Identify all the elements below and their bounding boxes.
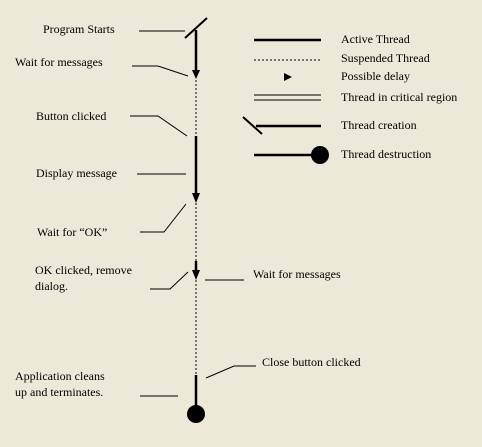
legend-suspended-thread-label: Suspended Thread xyxy=(341,51,430,65)
legend-thread-creation-slash xyxy=(242,116,263,135)
legend-critical-region-label: Thread in critical region xyxy=(341,90,457,104)
event-labels: Program Starts Wait for messages Button … xyxy=(15,22,361,399)
legend-possible-delay-symbol xyxy=(284,73,292,81)
label-wait-for-messages-2: Wait for messages xyxy=(253,267,341,281)
label-program-starts: Program Starts xyxy=(43,22,115,36)
leader-wait-for-ok xyxy=(140,203,187,233)
legend-thread-creation-label: Thread creation xyxy=(341,118,417,132)
label-display-message: Display message xyxy=(36,166,117,180)
active-segment-ok-arrow xyxy=(192,270,200,280)
thread-creation-mark xyxy=(184,17,208,39)
legend-thread-destruction-dot xyxy=(311,146,329,164)
legend-thread-destruction-label: Thread destruction xyxy=(341,147,431,161)
leader-wait-for-messages-1 xyxy=(132,65,189,77)
label-ok-clicked-line1: OK clicked, remove xyxy=(35,263,132,277)
leader-button-clicked xyxy=(130,115,188,137)
label-close-button-clicked: Close button clicked xyxy=(262,355,361,369)
legend-possible-delay-label: Possible delay xyxy=(341,69,410,83)
label-wait-for-ok: Wait for “OK” xyxy=(37,225,107,239)
label-wait-for-messages-1: Wait for messages xyxy=(15,55,103,69)
legend: Active Thread Suspended Thread Possible … xyxy=(242,32,457,164)
label-ok-clicked-line2: dialog. xyxy=(35,279,68,293)
active-segment-start-arrow xyxy=(192,70,200,79)
legend-active-thread-label: Active Thread xyxy=(341,32,410,46)
label-app-cleans-line1: Application cleans xyxy=(15,369,105,383)
leader-ok-clicked xyxy=(150,271,189,290)
active-segment-display-arrow xyxy=(192,193,200,203)
leader-close-button-clicked xyxy=(205,365,256,379)
thread-timeline xyxy=(184,17,208,423)
label-button-clicked: Button clicked xyxy=(36,109,106,123)
label-app-cleans-line2: up and terminates. xyxy=(15,385,103,399)
thread-destruction-mark xyxy=(187,405,205,423)
